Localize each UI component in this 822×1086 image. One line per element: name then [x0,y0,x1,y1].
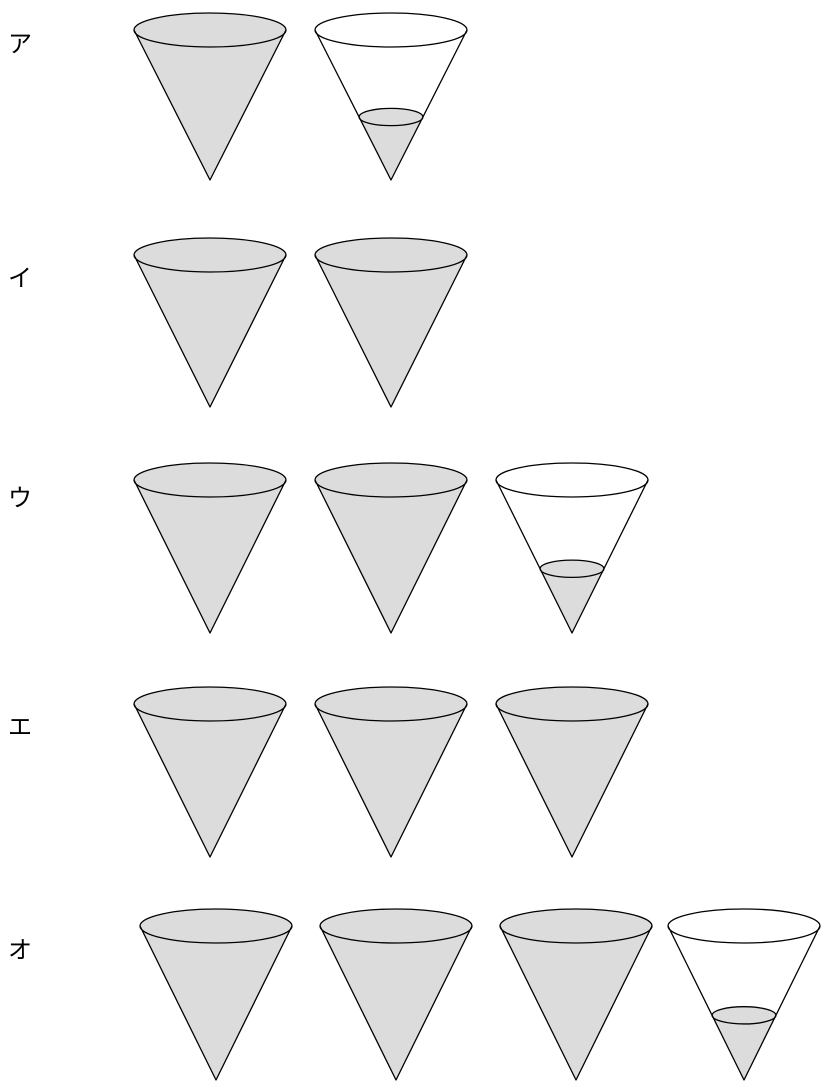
cone-fill [496,704,648,857]
liquid-surface [539,559,605,579]
cone-top-surface [499,908,653,944]
cone-fill [500,926,652,1080]
cone-fill [315,704,467,857]
cone-fill [320,926,472,1080]
cone-outline [314,703,468,858]
row-label-a: ア [8,30,32,58]
full-cone [319,908,473,1081]
cone-rim [495,462,649,498]
cone-outline [499,925,653,1081]
liquid-fill [712,1015,776,1080]
cone-fill [315,255,467,407]
full-cone [139,908,293,1081]
cone-empty-body [315,30,467,180]
cone-outline [495,479,649,634]
cone-fill [134,255,286,407]
cone-outline [133,254,287,408]
liquid-fill [359,117,423,180]
full-cone [133,12,287,181]
partial-cone [314,12,468,181]
liquid-fill [540,568,604,633]
cone-rim [667,908,821,944]
cone-fill [315,480,467,633]
cone-outline [314,29,468,181]
full-cone [133,686,287,858]
cone-fill [140,926,292,1080]
cone-empty-body [668,926,820,1080]
cone-outline [667,925,821,1081]
full-cone [314,237,468,408]
liquid-surface [711,1006,777,1025]
cone-top-surface [139,908,293,944]
row-label-o: オ [8,936,32,964]
cones-group [133,12,821,1081]
row-label-u: ウ [8,484,32,512]
cone-rim [314,12,468,48]
cone-fill [134,30,286,180]
full-cone [499,908,653,1081]
cone-outline [133,479,287,634]
cone-empty-body [496,480,648,633]
cone-outline [133,29,287,181]
cone-top-surface [314,686,468,722]
row-label-e: エ [8,713,32,741]
cone-top-surface [133,686,287,722]
full-cone [495,686,649,858]
liquid-surface [358,107,424,127]
partial-cone [667,908,821,1081]
cone-outline [133,703,287,858]
full-cone [314,686,468,858]
cone-top-surface [314,462,468,498]
cone-top-surface [133,12,287,48]
cone-outline [139,925,293,1081]
full-cone [133,237,287,408]
row-label-i: イ [8,264,32,292]
cone-top-surface [495,686,649,722]
partial-cone [495,462,649,634]
cone-fill [134,480,286,633]
cone-top-surface [133,237,287,273]
cone-fill [134,704,286,857]
cone-outline [314,479,468,634]
full-cone [314,462,468,634]
cone-top-surface [314,237,468,273]
cone-outline [319,925,473,1081]
cone-outline [495,703,649,858]
full-cone [133,462,287,634]
cone-top-surface [319,908,473,944]
cone-top-surface [133,462,287,498]
cone-outline [314,254,468,408]
